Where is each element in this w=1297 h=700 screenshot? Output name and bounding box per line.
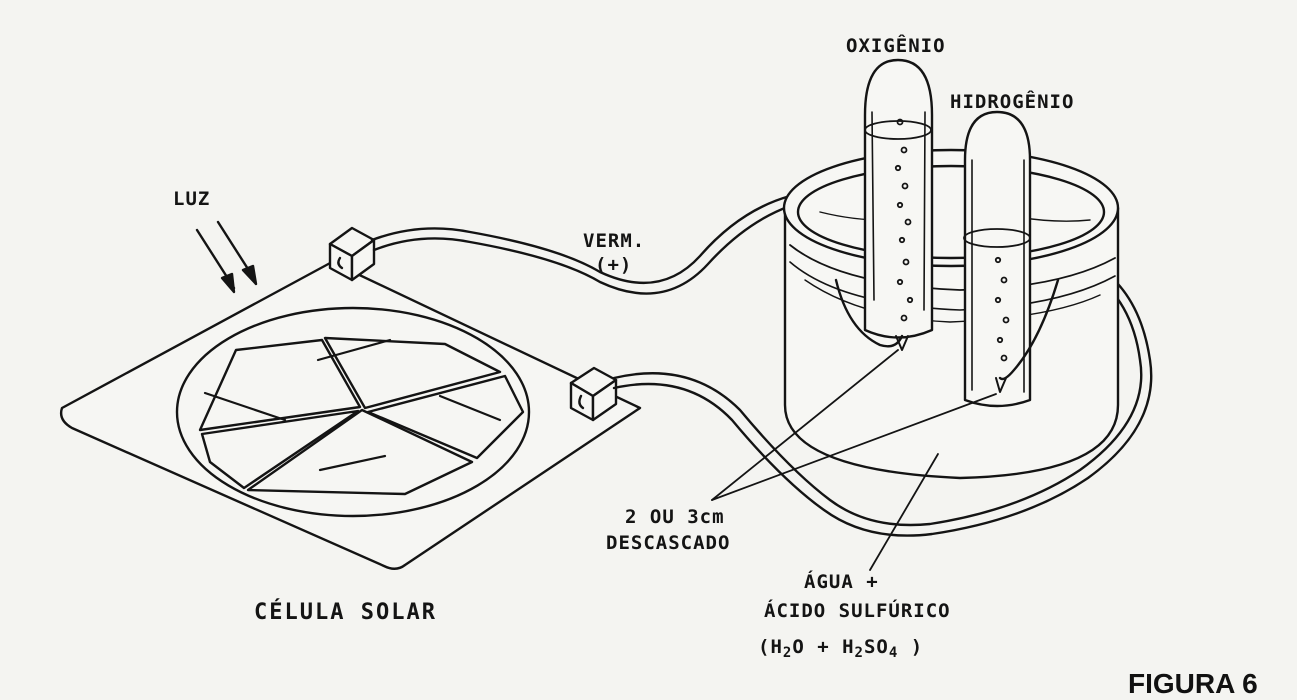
container-rim-inner	[796, 164, 1106, 260]
pointer-lines	[711, 349, 997, 571]
electrodes	[834, 278, 1060, 393]
light-arrows	[195, 220, 258, 294]
figure-caption: FIGURA 6	[1128, 668, 1258, 699]
water-surface	[789, 244, 1116, 291]
label-acido-sulfurico: ÁCIDO SULFÚRICO	[764, 600, 951, 622]
label-luz: LUZ	[173, 188, 211, 210]
test-tube-oxygen	[863, 58, 934, 339]
label-formula: (H2O + H2SO4 )	[758, 636, 924, 661]
label-celula-solar: CÉLULA SOLAR	[254, 600, 437, 625]
container-rim-outer	[782, 148, 1120, 268]
test-tube-hydrogen	[963, 110, 1032, 408]
solar-cell	[59, 260, 642, 570]
label-hidrogenio: HIDROGÊNIO	[950, 91, 1075, 113]
label-agua: ÁGUA +	[804, 571, 879, 593]
terminal-box-bottom	[569, 366, 618, 422]
container	[782, 148, 1120, 480]
label-verm: VERM.	[583, 230, 646, 252]
gas-bubbles	[894, 118, 1010, 362]
label-oxigenio: OXIGÊNIO	[846, 35, 946, 57]
terminal-box-top	[328, 226, 376, 282]
label-stripped-length: 2 OU 3cm	[625, 506, 725, 528]
solar-cell-lines	[203, 338, 502, 472]
solar-segments	[198, 336, 525, 496]
label-positive: (+)	[595, 254, 633, 276]
label-descascado: DESCASCADO	[606, 532, 731, 554]
